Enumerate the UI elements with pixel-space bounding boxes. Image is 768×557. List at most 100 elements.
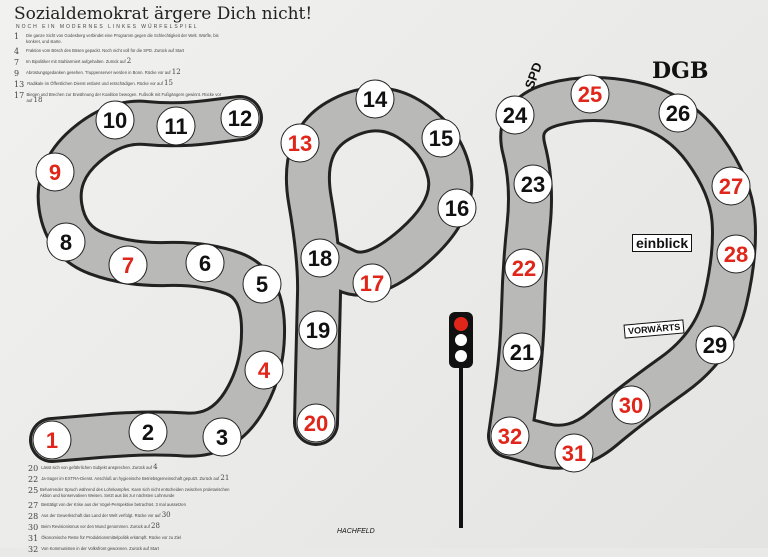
square-number: 25 [578,82,602,107]
rule-text: Fraktion vom Bösch des Bösen gepackt. No… [26,48,185,53]
square-circle [296,403,336,443]
square-number: 15 [429,126,453,151]
square-number: 17 [360,271,384,296]
rule-target: 28 [151,522,160,530]
square-circle [156,106,196,146]
board-square: 26 [658,93,698,133]
board-square: 10 [95,100,135,140]
rule-text: Von Kommunisten in der Volksfront gewonn… [41,546,159,551]
square-circle [185,243,225,283]
square-circle [711,166,751,206]
rule-text: Aus der Gewerkschaft das Land der Welt v… [41,511,171,519]
square-circle [502,332,542,372]
rule-number: 9 [14,69,20,78]
square-number: 7 [122,253,134,278]
board-square: 14 [355,79,395,119]
square-number: 22 [512,256,536,281]
amber-light-icon [455,334,467,346]
square-number: 1 [46,428,58,453]
track-s [32,98,284,460]
rule-number: 32 [28,545,39,554]
board-square: 6 [185,243,225,283]
square-number: 26 [666,101,690,126]
board-square: 24 [495,95,535,135]
square-circle [421,118,461,158]
rule-target: 4 [153,463,158,471]
rule-number: 13 [14,80,25,89]
square-number: 20 [304,411,328,436]
square-number: 27 [719,174,743,199]
rule-number: 25 [28,486,39,495]
square-number: 16 [445,196,469,221]
board-square: 30 [611,385,651,425]
square-circle [716,234,756,274]
rule-number: 31 [28,534,39,543]
board-square: 12 [220,98,260,138]
square-number: 5 [256,272,268,297]
square-circle [298,310,338,350]
board-square: 32 [490,416,530,456]
board-square: 7 [108,245,148,285]
square-circle [32,420,72,460]
rule-number: 17 [14,91,25,100]
square-circle [658,93,698,133]
square-number: 23 [521,172,545,197]
board-square: 5 [242,264,282,304]
rule-text: Ja-Sager im EXTRA-Dienst. Anschluß an hy… [41,474,230,482]
square-circle [95,100,135,140]
board-square: 1 [32,420,72,460]
rule-text: Radikale im Öffentlichen Dienst entlarvt… [27,79,173,87]
board-square: 17 [352,263,392,303]
square-number: 11 [164,114,187,139]
rule-target: 30 [161,511,171,519]
board-square: 27 [711,166,751,206]
square-number: 9 [49,160,61,185]
square-circle [244,350,284,390]
square-circle [554,433,594,473]
board-square: 16 [437,188,477,228]
square-circle [570,74,610,114]
square-number: 3 [216,425,228,450]
board-square: 20 [296,403,336,443]
board-square: 11 [156,106,196,146]
rule-number: 20 [28,464,39,473]
square-circle [695,325,735,365]
square-number: 28 [724,242,748,267]
poster-title: Sozialdemokrat ärgere Dich nicht! [14,4,313,24]
square-number: 30 [619,393,643,418]
rule-target: 2 [126,57,132,65]
rule-number: 7 [14,58,20,67]
board-square: 28 [716,234,756,274]
board-square: 4 [244,350,284,390]
rule-number: 30 [28,523,39,532]
artist-signature: HACHFELD [337,528,375,535]
square-number: 10 [103,108,127,133]
square-circle [611,385,651,425]
traffic-light-pole [459,368,463,528]
rule-text: Biegen und Brechen zur Erwähnung der Koa… [26,92,222,104]
board-square: 21 [502,332,542,372]
square-circle [300,238,340,278]
square-number: 29 [703,333,727,358]
rule-number: 27 [28,501,39,510]
square-circle [108,245,148,285]
board-square: 22 [504,248,544,288]
board-square: 9 [35,152,75,192]
rule-text: Lässt sich von gefährlichen Subjekt ansp… [41,463,158,471]
square-number: 13 [288,131,312,156]
square-circle [46,222,86,262]
square-circle [355,79,395,119]
board-square: 2 [128,412,168,452]
